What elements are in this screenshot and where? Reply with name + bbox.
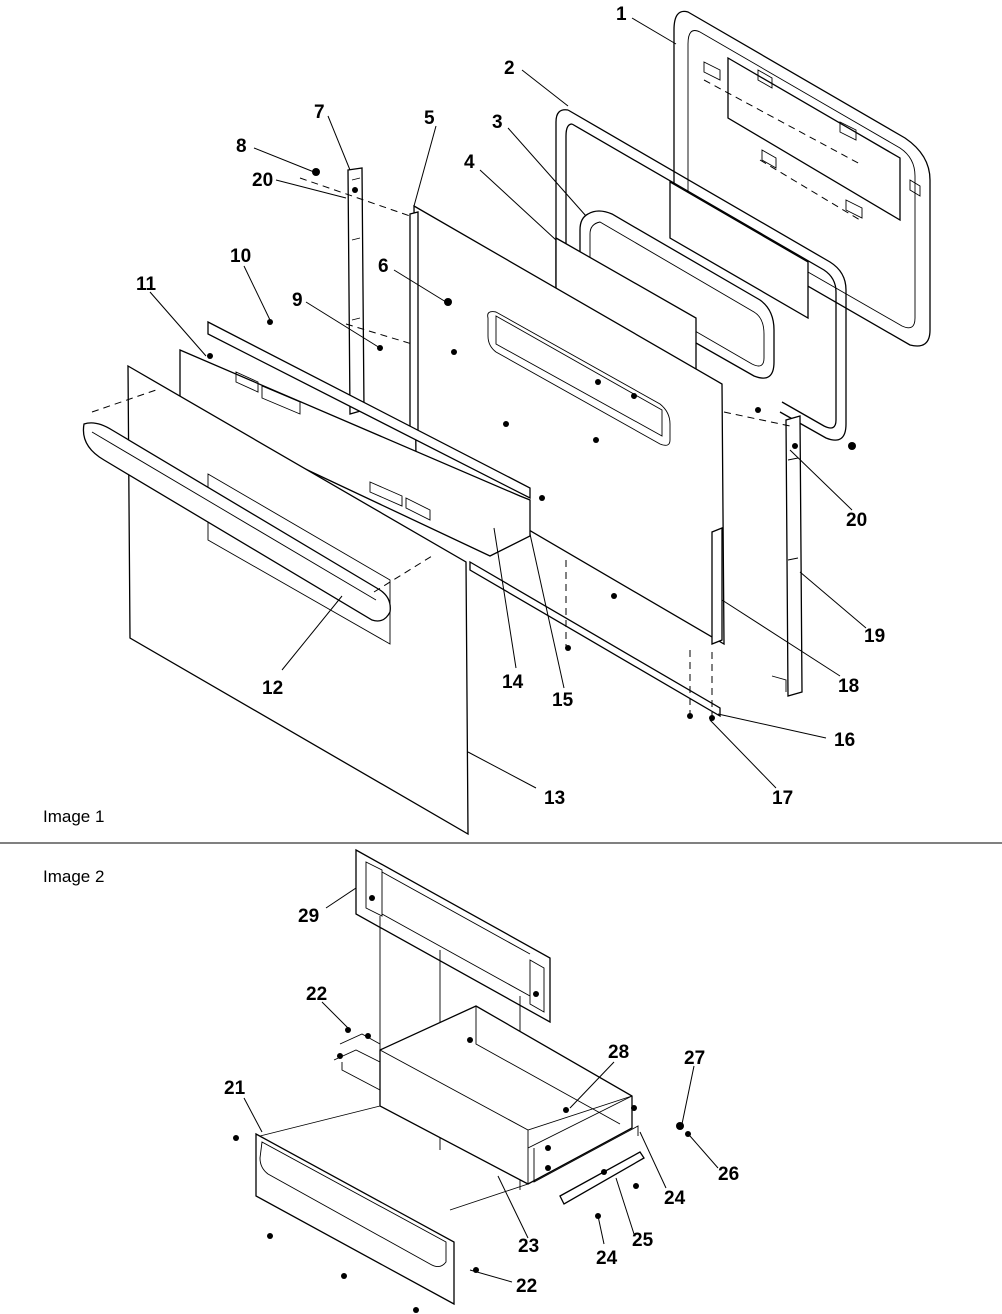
callout-8: 8	[236, 136, 247, 157]
callout-6: 6	[378, 256, 389, 277]
drawer-slide[interactable]	[559, 1151, 645, 1205]
callout-22-top: 22	[306, 984, 327, 1005]
callout-5: 5	[424, 108, 435, 129]
callout-21: 21	[224, 1078, 246, 1099]
drawer-callout-numbers: 29 22 21 22 23 28 27 26 24 25 24	[224, 906, 739, 1297]
hinge-bracket[interactable]	[711, 527, 723, 645]
storage-drawer-assembly: Image 2	[43, 848, 739, 1313]
callout-2: 2	[504, 58, 515, 79]
callout-22-bottom: 22	[516, 1276, 537, 1297]
leader-lines	[149, 17, 867, 789]
callout-3: 3	[492, 112, 503, 133]
callout-27: 27	[684, 1048, 705, 1069]
drawer-front-panel[interactable]	[255, 1132, 455, 1306]
callout-20-right: 20	[846, 510, 867, 531]
mounting-bracket	[333, 1033, 381, 1091]
callout-15: 15	[552, 690, 574, 711]
callout-1: 1	[616, 4, 627, 25]
outer-door-panel[interactable]	[127, 364, 469, 836]
callout-11: 11	[136, 274, 157, 295]
callout-20-left: 20	[252, 170, 273, 191]
callout-9: 9	[292, 290, 303, 311]
callout-13: 13	[544, 788, 565, 809]
callout-7: 7	[314, 102, 325, 123]
right-hinge[interactable]	[771, 415, 803, 697]
callout-26: 26	[718, 1164, 739, 1185]
callout-12: 12	[262, 678, 283, 699]
callout-23: 23	[518, 1236, 539, 1257]
window-glass[interactable]	[579, 210, 775, 379]
callout-17: 17	[772, 788, 793, 809]
callout-24-bottom: 24	[596, 1248, 618, 1269]
callout-28: 28	[608, 1042, 629, 1063]
door-gasket[interactable]	[555, 109, 847, 441]
callout-4: 4	[464, 152, 475, 173]
left-hinge[interactable]	[347, 167, 365, 415]
callout-19: 19	[864, 626, 885, 647]
image-1-caption: Image 1	[43, 807, 104, 826]
callout-numbers: 1 2 3 4 5 6 7 8 9 10 11 12 13 14 15 16 1…	[136, 4, 885, 809]
callout-18: 18	[838, 676, 859, 697]
drawer-box[interactable]	[379, 1005, 639, 1185]
callout-25: 25	[632, 1230, 654, 1251]
top-trim[interactable]	[207, 320, 531, 500]
image-2-caption: Image 2	[43, 867, 104, 886]
bottom-trim-strip[interactable]	[469, 560, 721, 718]
callout-24-right: 24	[664, 1188, 686, 1209]
assembly-lines	[91, 79, 861, 716]
oven-door-assembly: 1 2 3 4 5 6 7 8 9 10 11 12 13 14 15 16 1…	[43, 4, 931, 836]
drawer-leader-lines	[243, 887, 719, 1283]
callout-10: 10	[230, 246, 251, 267]
drawer-back-panel[interactable]	[355, 848, 551, 1024]
callout-29: 29	[298, 906, 319, 927]
callout-14: 14	[502, 672, 524, 693]
callout-16: 16	[834, 730, 855, 751]
